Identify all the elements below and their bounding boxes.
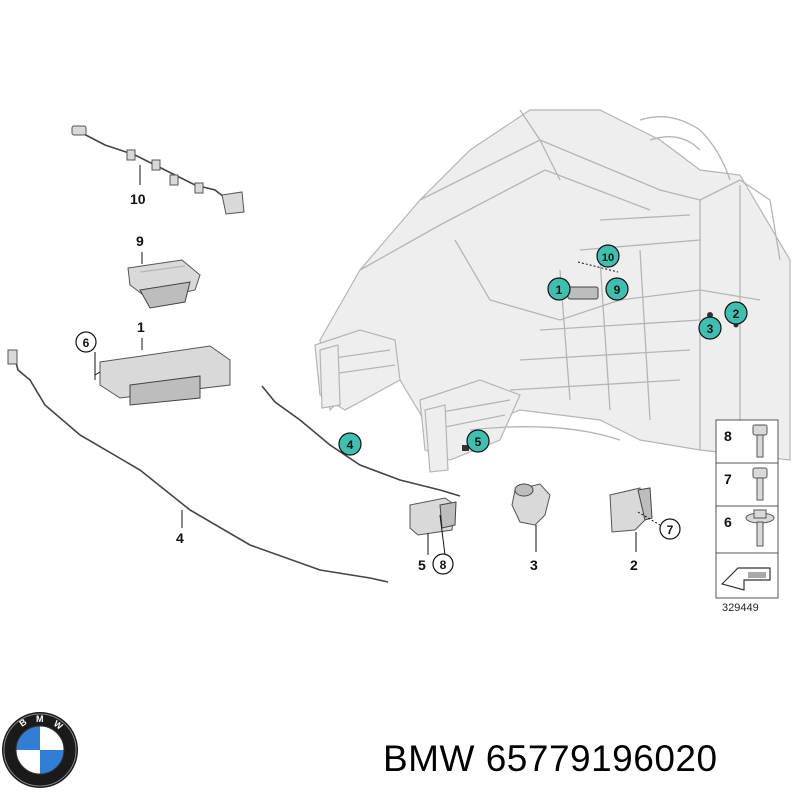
harness-clip <box>194 182 204 194</box>
diagram-number: 329449 <box>722 602 759 614</box>
sensor-3-part: 3 <box>511 483 551 573</box>
sensor-2-part: 7 2 <box>609 487 681 573</box>
harness-connector <box>71 125 87 136</box>
svg-text:4: 4 <box>347 438 354 452</box>
callout-7-bracket: 7 <box>659 518 681 540</box>
part-label-2: 2 <box>630 557 638 573</box>
callout-8-sensor: 8 <box>432 553 454 575</box>
harness-clip <box>169 174 179 186</box>
harness-clip <box>151 159 161 171</box>
fastener-panel: 8 7 6 329449 <box>715 419 779 614</box>
svg-text:10: 10 <box>602 252 614 264</box>
sensor-5-part: 5 8 <box>409 497 457 575</box>
callout-1: 1 <box>547 277 571 301</box>
harness-clip <box>126 149 136 161</box>
part-label-9: 9 <box>136 233 144 249</box>
svg-text:3: 3 <box>707 322 714 336</box>
svg-text:1: 1 <box>556 283 563 297</box>
wire-harness-on-body <box>577 261 619 273</box>
svg-text:6: 6 <box>83 336 90 350</box>
callout-4: 4 <box>338 432 362 456</box>
part-label-4: 4 <box>176 530 184 546</box>
sensor-module-part: 9 <box>127 233 201 309</box>
fastener-label-6: 6 <box>724 514 732 530</box>
caption-part-number: 65779196020 <box>485 738 718 779</box>
screw-7-icon <box>752 467 768 501</box>
caption-brand: BMW <box>383 738 475 779</box>
part-label-10: 10 <box>130 191 146 207</box>
control-unit-on-body <box>567 286 599 300</box>
part-label-5: 5 <box>418 557 426 573</box>
callout-9: 9 <box>605 277 629 301</box>
callout-2: 2 <box>724 301 748 325</box>
svg-text:9: 9 <box>614 283 621 297</box>
screw-6-icon <box>745 509 775 547</box>
short-cable-part: 4 <box>261 385 461 497</box>
part-label-1: 1 <box>137 319 145 335</box>
callout-5: 5 <box>466 429 490 453</box>
svg-text:B: B <box>17 716 28 728</box>
callout-6-unit: 6 <box>75 331 97 353</box>
part-caption: BMW 65779196020 <box>383 738 718 780</box>
callout-3: 3 <box>698 316 722 340</box>
bmw-logo: B M W <box>2 712 78 788</box>
arrow-icon <box>720 567 771 591</box>
fastener-label-8: 8 <box>724 428 732 444</box>
svg-text:5: 5 <box>475 435 482 449</box>
long-cable-part: 4 <box>7 349 389 583</box>
cable-connector <box>7 349 18 365</box>
wiring-harness-part: 10 <box>71 125 245 215</box>
part-label-3: 3 <box>530 557 538 573</box>
screw-8-icon <box>752 424 768 458</box>
harness-end-connector <box>221 191 245 215</box>
fastener-label-7: 7 <box>724 471 732 487</box>
svg-text:7: 7 <box>667 523 674 537</box>
svg-text:M: M <box>36 714 44 724</box>
control-unit-part: 1 6 <box>75 319 231 406</box>
svg-text:8: 8 <box>440 558 447 572</box>
sensor-5-mark <box>462 445 469 451</box>
svg-text:2: 2 <box>733 307 740 321</box>
callout-10: 10 <box>596 244 620 268</box>
